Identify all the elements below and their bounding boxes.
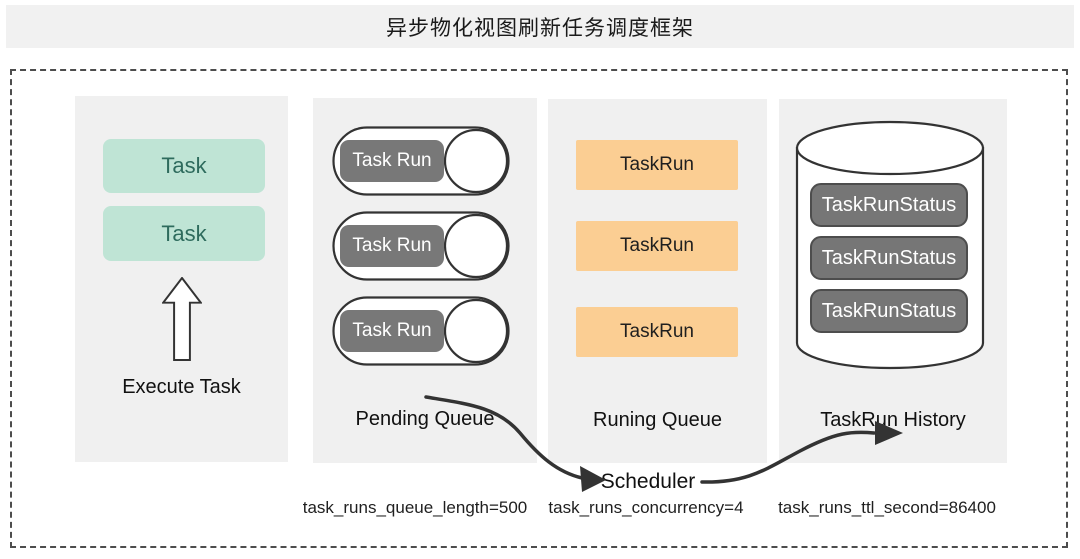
task-run-label: Task Run	[340, 310, 444, 352]
param-queue-length: task_runs_queue_length=500	[302, 498, 528, 517]
taskrun-status-box: TaskRunStatus	[810, 236, 968, 280]
running-queue-label: Runing Queue	[593, 409, 722, 431]
pending-task-run-pill: Task Run	[332, 296, 510, 366]
taskrun-history-panel: TaskRunStatus TaskRunStatus TaskRunStatu…	[779, 99, 1007, 463]
task-node: Task	[103, 206, 265, 261]
pending-queue-panel: Task Run Task Run Task Run Pending Queue	[313, 98, 537, 463]
param-ttl-second: task_runs_ttl_second=86400	[778, 498, 996, 517]
task-run-label: Task Run	[340, 140, 444, 182]
running-taskrun-box: TaskRun	[576, 221, 738, 271]
pending-task-run-pill: Task Run	[332, 211, 510, 281]
page-title: 异步物化视图刷新任务调度框架	[386, 16, 694, 40]
scheduler-label: Scheduler	[600, 470, 696, 493]
taskrun-status-box: TaskRunStatus	[810, 183, 968, 227]
pending-queue-label: Pending Queue	[355, 408, 495, 430]
running-taskrun-box: TaskRun	[576, 307, 738, 357]
task-node: Task	[103, 139, 265, 193]
param-concurrency: task_runs_concurrency=4	[548, 498, 744, 517]
task-run-label: Task Run	[340, 225, 444, 267]
pending-task-run-pill: Task Run	[332, 126, 510, 196]
taskrun-history-label: TaskRun History	[820, 409, 966, 431]
execute-task-label: Execute Task	[122, 376, 241, 398]
taskrun-status-box: TaskRunStatus	[810, 289, 968, 333]
running-taskrun-box: TaskRun	[576, 140, 738, 190]
running-queue-panel: TaskRun TaskRun TaskRun Runing Queue	[548, 99, 767, 463]
execute-task-panel: Task Task Execute Task	[75, 96, 288, 462]
execute-up-arrow-icon	[162, 277, 202, 361]
diagram-frame	[10, 69, 1068, 548]
title-bar: 异步物化视图刷新任务调度框架	[6, 5, 1074, 48]
